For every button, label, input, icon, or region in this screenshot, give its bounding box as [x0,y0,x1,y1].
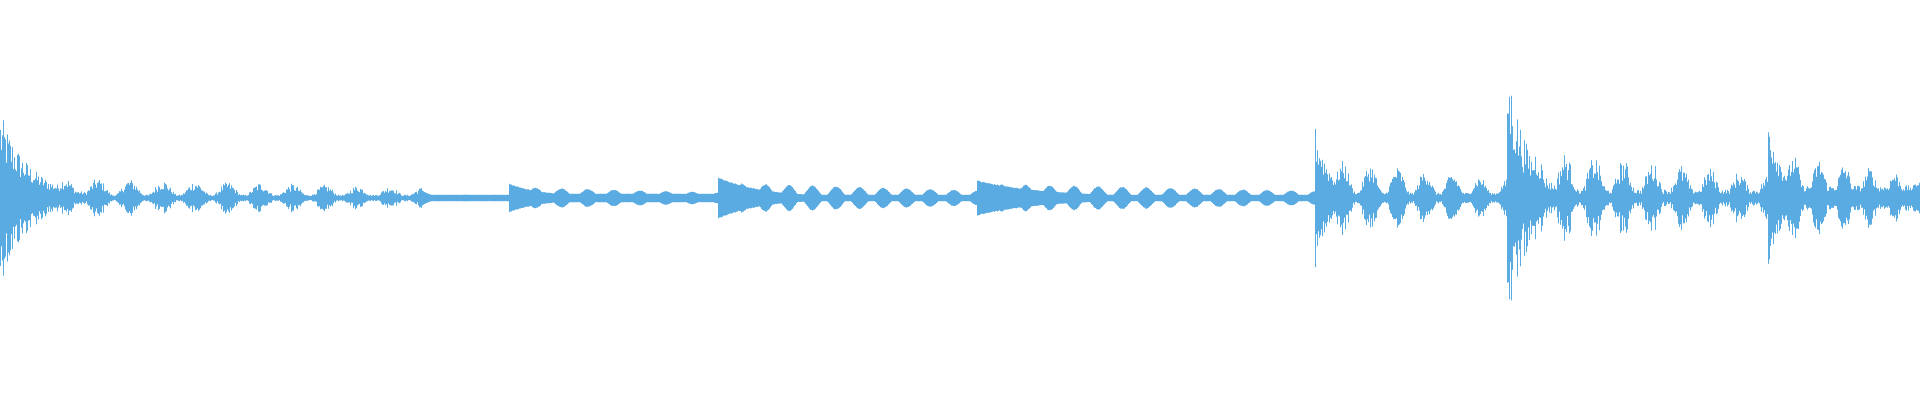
waveform-bars-segment-2 [422,190,509,206]
waveform-segment-7 [1507,95,1768,301]
waveform-bars-segment-5 [977,180,1315,216]
waveform-bars-segment-8 [1768,132,1920,264]
waveform-bars-segment-3 [509,183,718,213]
waveform-segment-5 [977,180,1315,216]
waveform-segment-3 [509,183,718,213]
waveform-segment-1 [0,120,422,276]
waveform-segment-8 [1768,132,1920,264]
waveform-segment-6 [1315,128,1507,268]
waveform-bars-segment-6 [1315,128,1507,268]
waveform-bars-segment-4 [718,177,977,219]
waveform-segment-2 [422,190,509,206]
waveform-segment-4 [718,177,977,219]
waveform-bars-segment-7 [1507,95,1768,301]
waveform-bars [0,95,1920,301]
waveform-bars-segment-1 [0,120,422,276]
